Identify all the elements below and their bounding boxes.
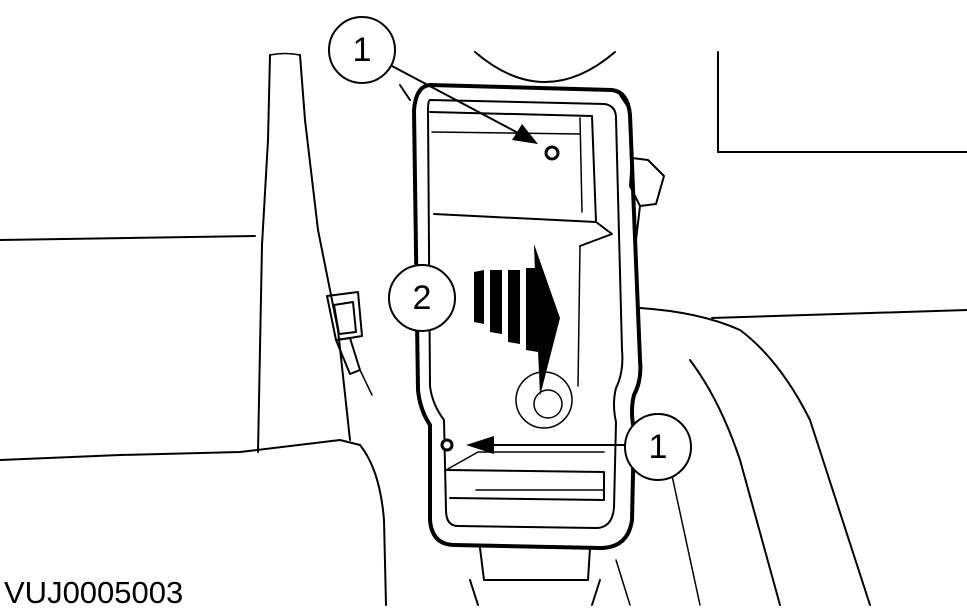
- callout-1-bottom: 1: [624, 413, 692, 481]
- screw-bottom: [440, 438, 454, 452]
- direction-arrow: [474, 244, 560, 396]
- console-storage-tray: [412, 83, 643, 550]
- right-seat: [639, 51, 967, 606]
- figure-reference-code: VUJ0005003: [4, 575, 183, 610]
- callout-label: 1: [649, 428, 668, 466]
- leader-line-top: [391, 65, 538, 144]
- leader-line-bottom: [466, 436, 625, 454]
- lower-console-base: [469, 547, 631, 606]
- callout-2: 2: [388, 264, 456, 332]
- left-seat: [0, 52, 387, 606]
- left-seatbelt-buckle: [326, 291, 373, 396]
- callout-label: 2: [413, 279, 432, 317]
- callout-label: 1: [353, 31, 372, 69]
- callout-1-top: 1: [328, 16, 396, 84]
- screw-top: [544, 145, 560, 161]
